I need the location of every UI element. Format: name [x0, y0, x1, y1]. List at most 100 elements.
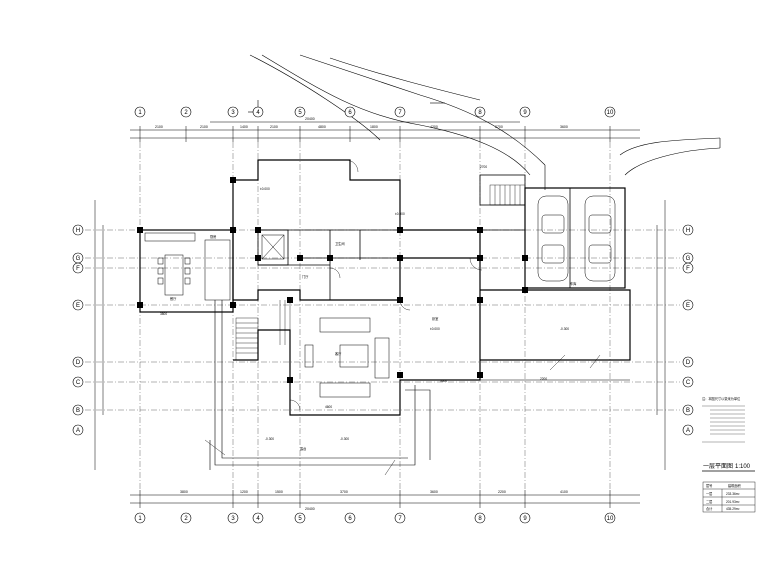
axis-right-E-label: E: [686, 303, 690, 309]
axis-right-H-circle: [682, 224, 694, 236]
axis-right-G-label: G: [686, 256, 691, 262]
svg-text:±0.000: ±0.000: [260, 187, 270, 191]
axis-bottom-7-circle: [394, 512, 406, 524]
site-terrain-lines: [249, 54, 721, 190]
axis-bottom-9-circle: [519, 512, 531, 524]
axis-bottom-1-label: 1: [138, 516, 142, 522]
column: [137, 227, 143, 233]
area-table-cell: 二层: [706, 499, 712, 504]
notes-block: 注：本图尺寸以毫米为单位: [702, 396, 745, 443]
column: [397, 227, 403, 233]
axis-left-C-circle: [72, 376, 84, 388]
axis-top-9-label: 9: [523, 110, 527, 116]
svg-text:20400: 20400: [305, 117, 315, 121]
axis-right-F-label: F: [686, 266, 690, 272]
side-dimension-lines: [94, 200, 666, 470]
svg-text:2700: 2700: [495, 125, 503, 129]
room-label: 门厅: [302, 274, 309, 279]
axis-top-7-label: 7: [398, 110, 402, 116]
svg-text:1400: 1400: [240, 125, 248, 129]
svg-text:3700: 3700: [340, 490, 348, 494]
drawing-title: 一层平面图: [703, 463, 733, 470]
axis-left-D-label: D: [76, 360, 81, 366]
svg-text:±0.000: ±0.000: [395, 212, 405, 216]
area-table-cell: 合计: [706, 506, 713, 511]
svg-text:4800: 4800: [318, 125, 326, 129]
horizontal-grid-lines: [85, 229, 680, 411]
bottom-dimension-texts: 3800 1200 1500 3700 3600 2200 4100 20400: [180, 490, 568, 511]
axis-left-E-label: E: [76, 303, 80, 309]
axis-right-B-label: B: [686, 408, 690, 414]
area-table-cell: 一层: [706, 491, 712, 496]
column: [255, 227, 261, 233]
axis-left-A-label: A: [76, 428, 80, 434]
column: [522, 255, 528, 261]
axis-right-C-label: C: [686, 380, 691, 386]
stair-lower: [279, 300, 291, 345]
room-label: 厨房: [210, 234, 216, 239]
svg-text:4100: 4100: [560, 490, 568, 494]
axis-top-8-circle: [474, 106, 486, 118]
axis-top-6-circle: [344, 106, 356, 118]
svg-text:3800: 3800: [160, 312, 167, 316]
axis-top-3-label: 3: [231, 110, 235, 116]
top-dimension-texts: 2100 2100 1400 2100 4800 1800 4200 2700 …: [155, 117, 568, 129]
axis-left-G-label: G: [76, 256, 81, 262]
column: [397, 255, 403, 261]
kitchen-counter: [144, 232, 231, 301]
svg-text:2100: 2100: [155, 125, 163, 129]
axis-bottom-4-label: 4: [256, 516, 260, 522]
column: [255, 255, 261, 261]
drawing-scale: 1:100: [735, 464, 751, 470]
svg-text:4200: 4200: [430, 125, 438, 129]
svg-text:±0.000: ±0.000: [430, 327, 440, 331]
axis-top-9-circle: [519, 106, 531, 118]
svg-text:3800: 3800: [180, 490, 188, 494]
axis-right-H-label: H: [686, 228, 690, 234]
axis-bottom-9-label: 9: [523, 516, 527, 522]
svg-text:4600: 4600: [325, 405, 332, 409]
axis-bottom-6-label: 6: [348, 516, 352, 522]
axis-top-1-circle: [134, 106, 146, 118]
notes-heading: 注：本图尺寸以毫米为单位: [702, 396, 741, 401]
dining-table: [157, 254, 191, 296]
elevator-box: [261, 234, 285, 260]
axis-right-F-circle: [682, 262, 694, 274]
axis-top-1-label: 1: [138, 110, 142, 116]
axis-bottom-5-label: 5: [298, 516, 302, 522]
axis-top-2-circle: [180, 106, 192, 118]
drawing-title-block: 一层平面图 1:100: [702, 463, 755, 472]
leader-lines: [204, 354, 601, 476]
axis-bottom-10-label: 10: [607, 516, 614, 522]
svg-text:2100: 2100: [270, 125, 278, 129]
axis-top-2-label: 2: [184, 110, 188, 116]
room-label: 卫生间: [335, 241, 345, 246]
axis-right-D-label: D: [686, 360, 691, 366]
svg-text:20400: 20400: [305, 507, 315, 511]
axis-bottom-8-circle: [474, 512, 486, 524]
axis-bottom-8-label: 8: [478, 516, 482, 522]
svg-text:2200: 2200: [540, 377, 547, 381]
room-label: 露台: [300, 446, 306, 451]
room-label: 客厅: [335, 351, 342, 356]
axis-top-4-circle: [252, 106, 264, 118]
area-table-cell: 233.36m²: [726, 492, 739, 496]
garage-cars: [537, 195, 616, 282]
axis-top-8-label: 8: [478, 110, 482, 116]
axis-top-4-label: 4: [256, 110, 260, 116]
interior-walls: [257, 174, 571, 300]
svg-text:1200: 1200: [240, 490, 248, 494]
column: [287, 377, 293, 383]
axis-bottom-4-circle: [252, 512, 264, 524]
column: [477, 297, 483, 303]
terrace-outline: [209, 300, 630, 470]
svg-text:3600: 3600: [440, 379, 447, 383]
axis-top-5-label: 5: [298, 110, 302, 116]
svg-text:3600: 3600: [430, 490, 438, 494]
axis-left-F-circle: [72, 262, 84, 274]
